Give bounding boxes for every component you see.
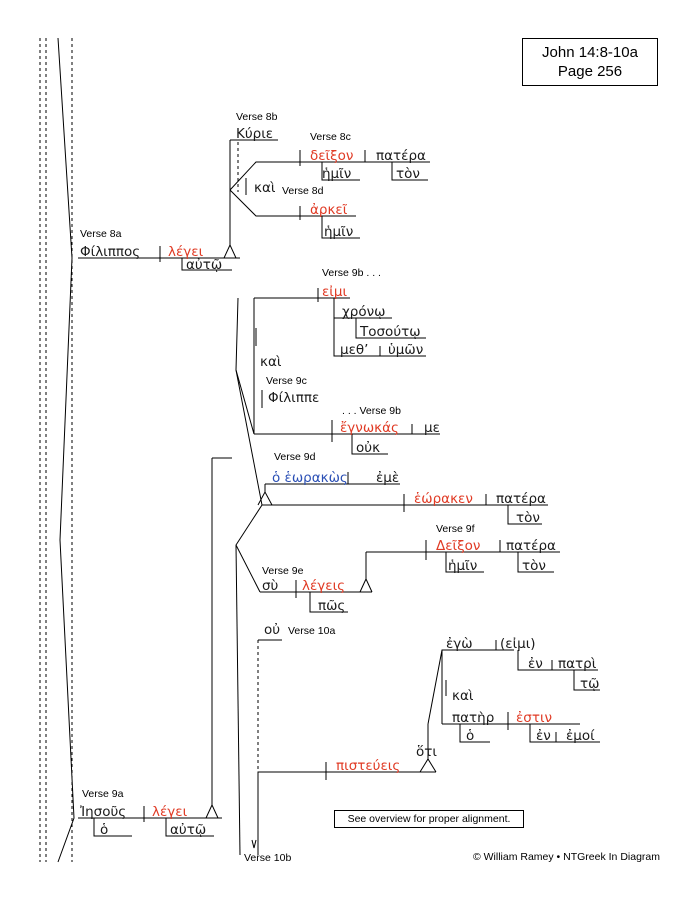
word-philippos: Φίλιππος	[80, 244, 140, 260]
word-pos: πῶς	[318, 598, 345, 614]
verse-9-compound	[235, 288, 600, 856]
reference-passage: John 14:8-10a	[542, 44, 638, 61]
word-tosouto: Τοσούτῳ	[359, 324, 421, 340]
label-verse-8c: Verse 8c	[310, 131, 351, 143]
word-legeis: λέγεις	[302, 578, 345, 594]
word-hemin-8c: ἡμῖν	[322, 166, 351, 182]
word-eoraken: ἑώρακεν	[414, 491, 473, 507]
word-ton-9f: τὸν	[522, 558, 546, 574]
word-patera-9d: πατέρα	[496, 491, 546, 507]
word-me: με	[424, 420, 440, 436]
word-deixon-8c: δεῖξον	[310, 148, 353, 164]
word-ton-9d: τὸν	[516, 510, 540, 526]
clause-verse-9a	[78, 457, 232, 837]
word-ho-eorakos: ὁ ἑωρακὼς	[272, 470, 348, 486]
word-patri: πατρὶ	[558, 656, 597, 672]
word-pisteueis: πιστεύεις	[336, 758, 400, 774]
word-hoti: ὅτι	[416, 744, 437, 760]
word-eimi-paren: (εἰμι)	[500, 636, 536, 652]
label-verse-9b-tail: . . . Verse 9b	[342, 405, 401, 417]
reference-page: Page 256	[557, 63, 623, 80]
clause-verse-8a	[78, 139, 430, 271]
word-to: τῷ	[580, 676, 599, 692]
label-verse-10b: Verse 10b	[244, 852, 291, 864]
word-auto-8a: αὐτῷ	[186, 257, 222, 273]
word-ho-10: ὁ	[466, 728, 474, 744]
word-hemin-8d: ἡμῖν	[324, 224, 353, 240]
reference-box: John 14:8-10a Page 256	[522, 38, 658, 86]
word-kai-9c: καὶ	[260, 354, 282, 370]
word-ton-8c: τὸν	[396, 166, 420, 182]
word-chrono: χρόνῳ	[342, 304, 385, 320]
word-auto-9a: αὐτῷ	[170, 822, 206, 838]
left-border	[39, 38, 47, 862]
word-hymon: ὑμῶν	[388, 342, 423, 358]
label-verse-9b-cont: Verse 9b . . .	[322, 267, 381, 279]
word-kyrie: Κύριε	[236, 126, 273, 142]
word-emoi: ἐμοί	[566, 728, 595, 744]
label-verse-9e: Verse 9e	[262, 565, 304, 577]
word-patera-8c: πατέρα	[376, 148, 426, 164]
alignment-note: See overview for proper alignment.	[334, 810, 524, 828]
label-verse-9f: Verse 9f	[436, 523, 475, 535]
label-verse-8b: Verse 8b	[236, 111, 278, 123]
word-ho-9a: ὁ	[100, 822, 108, 838]
label-verse-8a: Verse 8a	[80, 228, 122, 240]
main-spine	[57, 37, 75, 863]
word-ego: ἐγὼ	[446, 636, 473, 652]
word-eme: ἐμὲ	[376, 470, 399, 486]
word-hemin-9f: ἡμῖν	[448, 558, 477, 574]
word-patera-9f: πατέρα	[506, 538, 556, 554]
word-ou-10a: οὐ	[264, 622, 280, 638]
word-egnokas: ἔγνωκάς	[340, 420, 399, 436]
word-legei-9a: λέγει	[152, 804, 188, 820]
word-legei-8a: λέγει	[168, 244, 204, 260]
word-philippe: Φίλιππε	[268, 390, 319, 406]
word-iesous: Ἰησοῦς	[80, 804, 126, 820]
label-verse-9d: Verse 9d	[274, 451, 316, 463]
word-meth: μεθ’	[340, 342, 368, 358]
word-estin: ἐστιν	[516, 710, 552, 726]
word-en-1: ἐν	[528, 656, 543, 672]
word-en-2: ἐν	[536, 728, 551, 744]
word-ouk: οὐκ	[356, 440, 380, 456]
label-verse-9a: Verse 9a	[82, 788, 124, 800]
word-deixon-9f: Δεῖξον	[436, 538, 480, 554]
word-eimi: εἰμι	[322, 284, 347, 300]
label-verse-10a: Verse 10a	[288, 625, 335, 637]
label-verse-9c: Verse 9c	[266, 375, 307, 387]
word-kai-10: καὶ	[452, 688, 474, 704]
greek-words: Φίλιππος λέγει αὐτῷ Κύριε δεῖξον πατέρα …	[80, 126, 599, 838]
word-sy: σὺ	[262, 578, 279, 594]
word-pater: πατὴρ	[452, 710, 494, 726]
verse-labels: Verse 8a Verse 8b Verse 8c Verse 8d Vers…	[80, 111, 475, 864]
credit-line: © William Ramey • NTGreek In Diagram	[472, 851, 660, 863]
label-verse-8d: Verse 8d	[282, 185, 324, 197]
word-arkei: ἀρκεῖ	[310, 202, 348, 218]
word-kai-8d: καὶ	[254, 180, 276, 196]
